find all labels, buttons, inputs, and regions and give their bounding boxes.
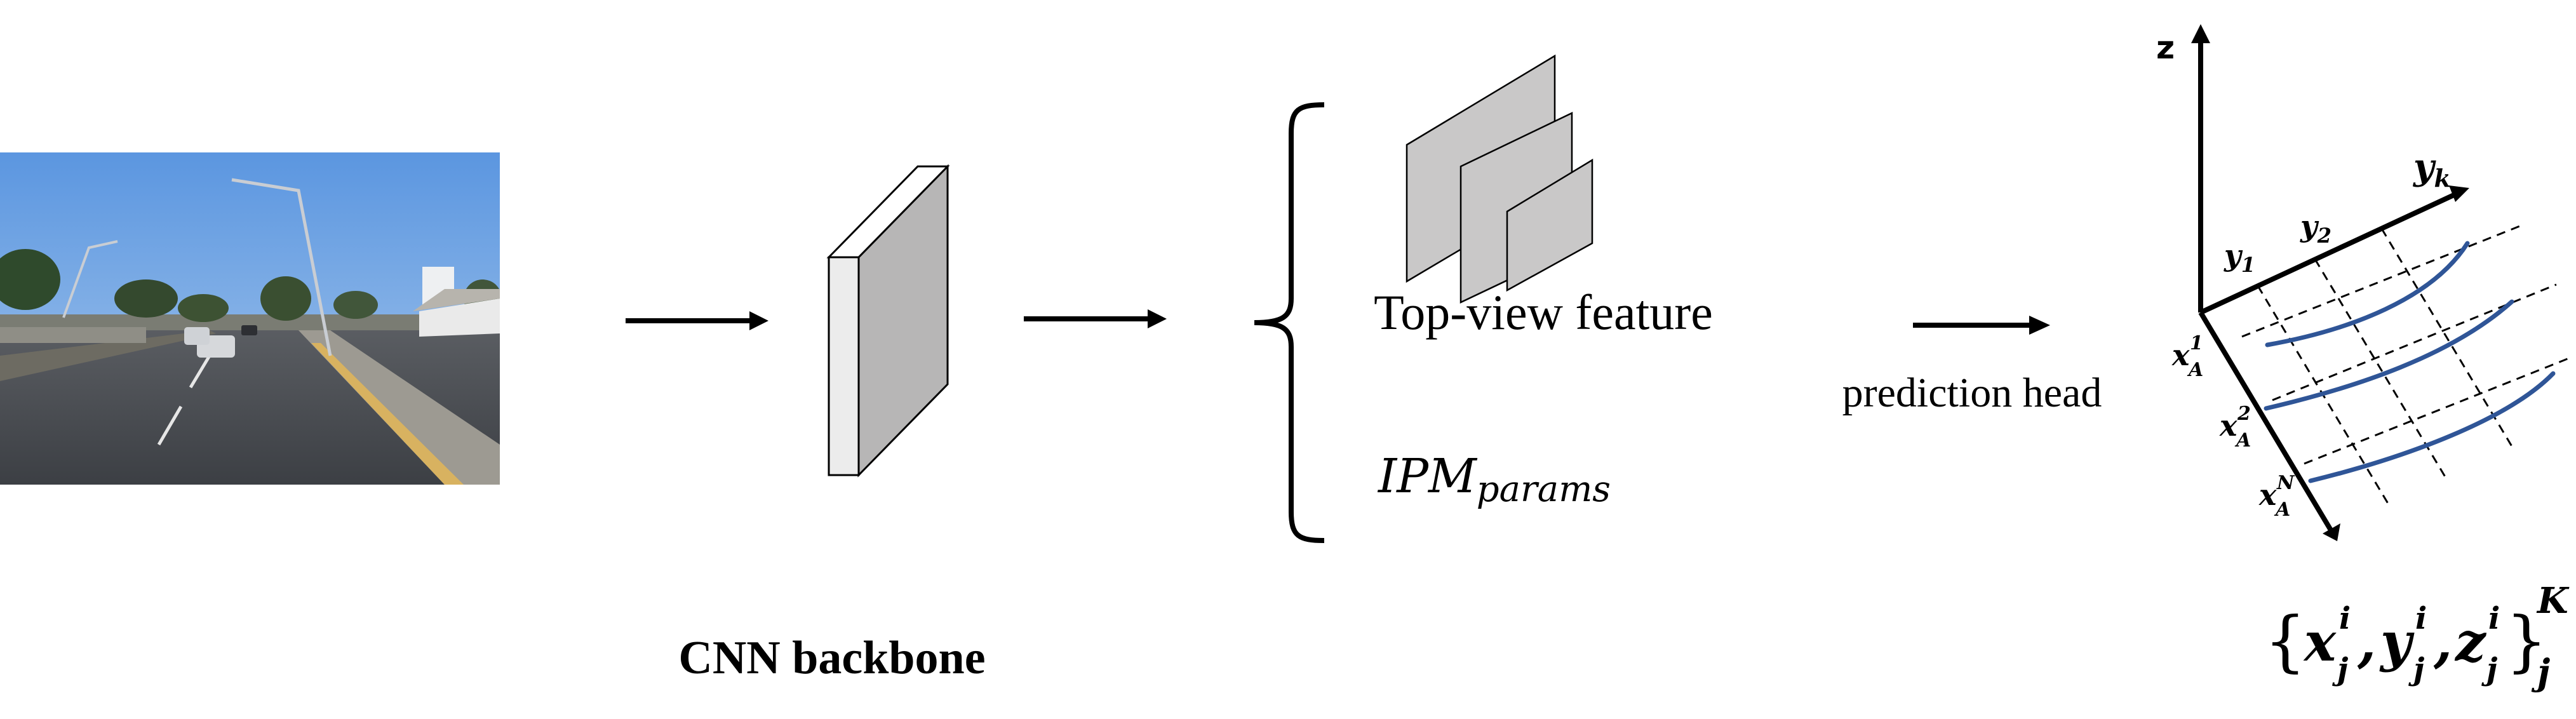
svg-text:i: i [2339, 601, 2351, 636]
svg-text:x: x [2171, 338, 2190, 372]
output-set-formula: { x i j , y i j , z i j } K j [2264, 580, 2570, 694]
svg-text:,: , [2357, 610, 2376, 673]
lane-curve-1 [2265, 241, 2470, 347]
svg-text:i: i [2415, 601, 2427, 636]
svg-text:z: z [2454, 610, 2487, 673]
axis-y2-label: y2 [2300, 209, 2331, 248]
ipm-params-main: IPM [1377, 449, 1478, 504]
svg-text:K: K [2536, 580, 2570, 622]
axis-xa2-label: x 2 A [2219, 403, 2251, 452]
cnn-backbone-label: CNN backbone [678, 632, 985, 684]
svg-text:i: i [2488, 601, 2500, 636]
svg-text:x: x [2258, 478, 2277, 512]
road-scene-photo-icon [0, 152, 500, 485]
axis-xa1-label: x 1 A [2171, 332, 2203, 381]
arrow-features-to-head [1913, 316, 2050, 335]
svg-text:y: y [2379, 610, 2415, 673]
axes-3d [2191, 24, 2469, 541]
cnn-block-icon [826, 164, 950, 478]
ipm-params-label: IPMparams [1377, 449, 1611, 510]
svg-text:A: A [2234, 429, 2251, 452]
axis-xan-label: x N A [2258, 472, 2295, 521]
axis-yk-label: yk [2412, 146, 2451, 192]
grid-y-lines [2241, 223, 2573, 465]
svg-text:x: x [2219, 408, 2237, 443]
lane-curve-3 [2308, 371, 2556, 483]
top-view-feature-label: Top-view feature [1374, 285, 1713, 340]
feature-brace [1254, 102, 1325, 543]
arrow-backbone-to-features [1024, 309, 1167, 328]
svg-text:1: 1 [2190, 332, 2203, 354]
lane-curve-2 [2264, 299, 2514, 411]
svg-text:A: A [2274, 499, 2290, 521]
lane-curves [2264, 241, 2556, 483]
feature-map-stack-icon [1405, 54, 1593, 304]
arrow-image-to-backbone [626, 311, 768, 330]
svg-text:x: x [2303, 610, 2337, 673]
axis-y1-label: y1 [2224, 238, 2255, 277]
svg-text:2: 2 [2237, 403, 2251, 425]
prediction-head-label: prediction head [1842, 370, 2102, 416]
svg-text:,: , [2433, 610, 2452, 673]
svg-text:}: } [2506, 602, 2547, 680]
svg-text:A: A [2187, 359, 2203, 381]
svg-text:{: { [2264, 602, 2306, 680]
ipm-params-sub: params [1477, 469, 1611, 510]
axis-z-label: z [2156, 29, 2175, 66]
svg-text:N: N [2276, 472, 2295, 494]
